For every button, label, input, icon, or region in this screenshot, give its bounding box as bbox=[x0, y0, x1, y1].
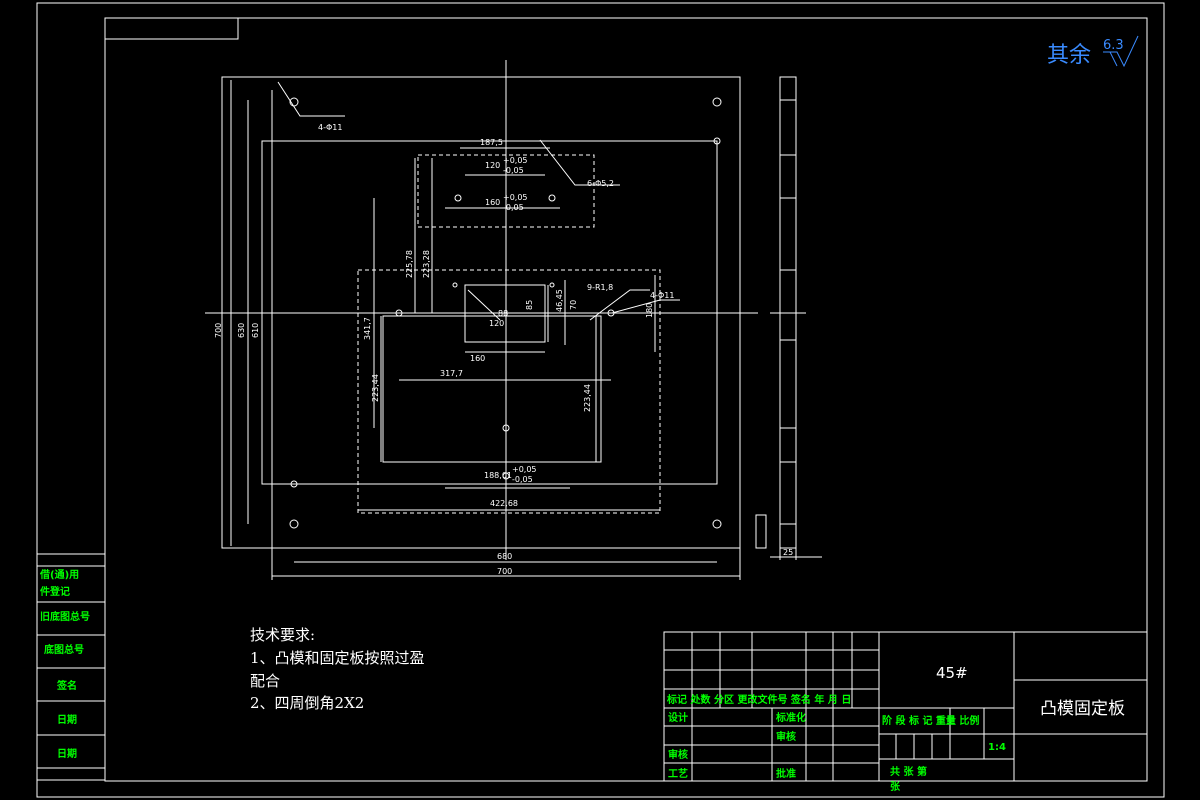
leader-line bbox=[467, 289, 501, 321]
roughness-value: 6.3 bbox=[1103, 38, 1124, 53]
roughness-label: 其余 bbox=[1047, 43, 1091, 68]
dim-tolerance: -0,05 bbox=[503, 203, 524, 212]
strip-label: 件登记 bbox=[40, 585, 70, 598]
stage-headers: 阶 段 标 记 重量 比例 bbox=[882, 714, 979, 727]
strip-label: 日期 bbox=[57, 713, 77, 726]
dowel-hole bbox=[713, 137, 721, 145]
dim-text: 223,28 bbox=[422, 250, 431, 278]
corner-hole bbox=[712, 519, 722, 529]
dim-hole-callout: 4-Φ11 bbox=[650, 291, 674, 300]
part-name: 凸模固定板 bbox=[1040, 699, 1125, 719]
dim-text: 225,78 bbox=[405, 250, 414, 278]
strip-label: 旧底图总号 bbox=[40, 610, 90, 623]
tb-label-process: 工艺 bbox=[668, 767, 688, 780]
dim-text: 160 bbox=[470, 354, 485, 363]
title-block-frame bbox=[663, 631, 1148, 782]
scale-value: 1:4 bbox=[988, 742, 1006, 753]
dim-tolerance: +0,05 bbox=[503, 156, 528, 165]
dim-text: 120 bbox=[485, 161, 500, 170]
pin-hole bbox=[549, 282, 555, 288]
side-view: 25 bbox=[755, 76, 822, 560]
tech-line: 2、四周倒角2X2 bbox=[250, 694, 364, 712]
tech-requirements: 技术要求: 1、凸模和固定板按照过盈 配合 2、四周倒角2X2 bbox=[250, 626, 425, 712]
screw-hole bbox=[395, 309, 403, 317]
dim-text: 180 bbox=[645, 303, 654, 318]
sheets-suffix: 张 bbox=[890, 780, 901, 793]
dim-text: 610 bbox=[251, 323, 260, 338]
corner-hole bbox=[289, 519, 299, 529]
dashed-pocket bbox=[357, 269, 661, 514]
roughness-symbol-tick bbox=[1109, 51, 1118, 67]
tb-label-design: 设计 bbox=[668, 711, 688, 724]
dim-hole-callout: 9-R1,8 bbox=[587, 283, 613, 292]
dim-text: 88 bbox=[498, 309, 508, 318]
dim-hole-callout: 6-Φ5,2 bbox=[587, 179, 614, 188]
dim-text: 187,5 bbox=[480, 138, 503, 147]
dim-text: 700 bbox=[214, 323, 223, 338]
strip-label: 日期 bbox=[57, 747, 77, 760]
revision-headers: 标记 处数 分区 更改文件号 签名 年 月 日 bbox=[666, 693, 851, 706]
dim-text: 120 bbox=[489, 319, 504, 328]
dim-text: 70 bbox=[569, 300, 578, 310]
screw-hole bbox=[454, 194, 462, 202]
screw-hole bbox=[502, 424, 510, 432]
leader-line bbox=[539, 139, 620, 186]
material-label: 45# bbox=[936, 664, 968, 682]
dim-text: 160 bbox=[485, 198, 500, 207]
tb-label-review: 审核 bbox=[668, 748, 688, 761]
dim-text: 25 bbox=[783, 548, 793, 557]
middle-pocket bbox=[382, 315, 602, 463]
inner-border bbox=[104, 17, 1148, 782]
tech-line: 配合 bbox=[250, 672, 280, 690]
upper-pocket bbox=[417, 154, 595, 228]
dim-text: 341,7 bbox=[363, 317, 372, 340]
dim-text: 46,45 bbox=[555, 289, 564, 312]
dim-text: 223,44 bbox=[371, 374, 380, 402]
dim-text: 317,7 bbox=[440, 369, 463, 378]
left-strip: 借(通)用 件登记 旧底图总号 底图总号 签名 日期 日期 bbox=[36, 553, 106, 781]
front-view: 4-Φ11 187,5 120 +0,05 -0,05 6-Φ5,2 160 +… bbox=[205, 60, 758, 580]
tech-line: 1、凸模和固定板按照过盈 bbox=[250, 649, 425, 667]
leader-line bbox=[589, 289, 650, 321]
dim-tolerance: +0,05 bbox=[512, 465, 537, 474]
dim-text: 188,01 bbox=[484, 471, 512, 480]
dim-text: 680 bbox=[497, 552, 512, 561]
dim-text: 630 bbox=[237, 323, 246, 338]
screw-hole bbox=[548, 194, 556, 202]
tech-title: 技术要求: bbox=[250, 626, 315, 644]
outer-border bbox=[36, 2, 1165, 798]
pin-hole bbox=[452, 282, 458, 288]
dim-text: 700 bbox=[497, 567, 512, 576]
strip-label: 借(通)用 bbox=[39, 568, 79, 581]
dowel-hole bbox=[290, 480, 298, 488]
title-block: 45# 凸模固定板 标记 处数 分区 更改文件号 签名 年 月 日 设计 标准化… bbox=[663, 631, 1148, 793]
dim-tolerance: -0,05 bbox=[503, 166, 524, 175]
sheets-label: 共 张 第 bbox=[890, 765, 927, 778]
leader-line bbox=[611, 299, 680, 314]
tb-label-standardize: 标准化 bbox=[775, 711, 806, 724]
dim-tolerance: +0,05 bbox=[503, 193, 528, 202]
strip-label: 签名 bbox=[56, 679, 77, 692]
screw-hole bbox=[607, 309, 615, 317]
dim-text: 85 bbox=[525, 300, 534, 310]
strip-frame bbox=[36, 553, 106, 781]
corner-hole bbox=[712, 97, 722, 107]
tb-label-check: 审核 bbox=[776, 730, 796, 743]
dim-text: 223,44 bbox=[583, 384, 592, 412]
tb-label-approve: 批准 bbox=[776, 767, 796, 780]
strip-label: 底图总号 bbox=[44, 643, 84, 656]
dim-text: 422,68 bbox=[490, 499, 518, 508]
dim-hole-callout: 4-Φ11 bbox=[318, 123, 342, 132]
corner-box bbox=[104, 17, 239, 40]
leader-line bbox=[277, 81, 345, 117]
punch-window bbox=[464, 284, 546, 343]
roughness-box bbox=[755, 514, 767, 549]
dim-tolerance: -0,05 bbox=[512, 475, 533, 484]
screw-hole bbox=[502, 472, 510, 480]
